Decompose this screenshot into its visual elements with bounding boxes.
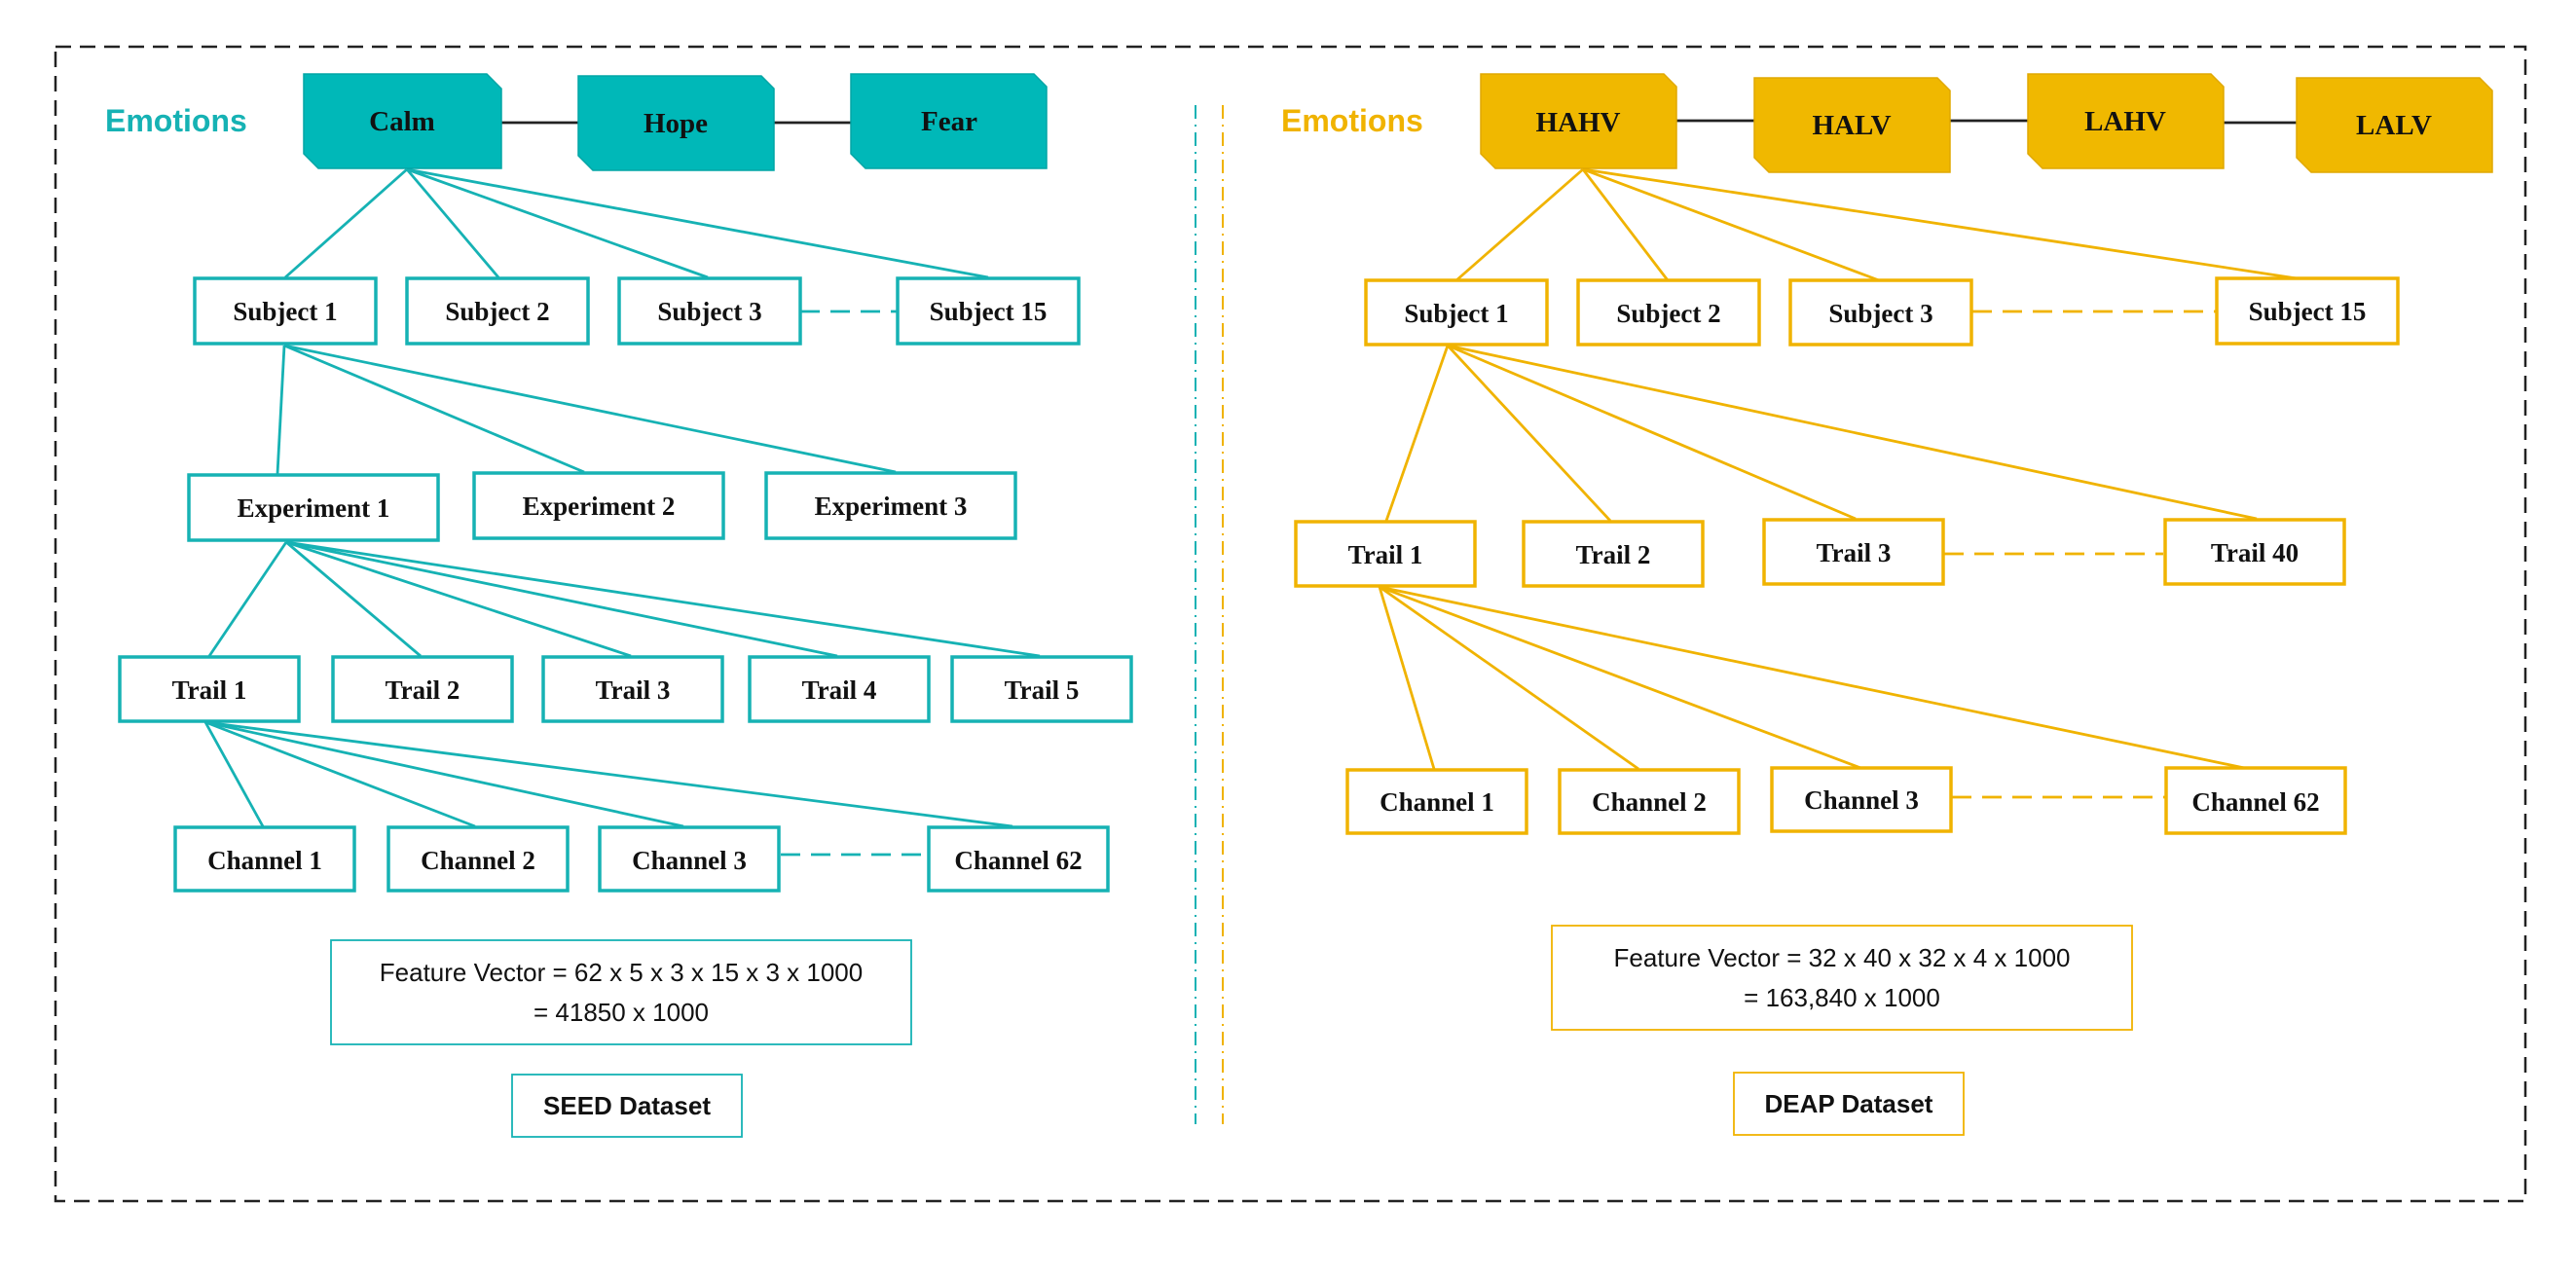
seed-experiment-1 (187, 473, 440, 542)
seed-channel-3-label: Channel 3 (632, 846, 747, 875)
deap-trail-1-label: Trail 1 (1348, 540, 1423, 569)
seed-emotion-fear: Fear (850, 73, 1048, 169)
seed-trail-5 (950, 655, 1133, 723)
deap-subject-2-label: Subject 2 (1616, 299, 1720, 328)
deap-trail-3-label: Trail 3 (1817, 538, 1892, 567)
deap-channel-2 (1558, 768, 1741, 835)
seed-trail-2 (331, 655, 514, 723)
seed-experiment-1-label: Experiment 1 (238, 493, 390, 523)
deap-feature-vector-line2: = 163,840 x 1000 (1744, 983, 1940, 1012)
deap-emotion-halv: HALV (1753, 77, 1951, 173)
deap-channel-1-label: Channel 1 (1380, 787, 1494, 817)
seed-subject-2 (405, 276, 590, 346)
deap-subject-15-label: Subject 15 (2249, 297, 2367, 326)
deap-subject-15 (2215, 276, 2400, 346)
seed-feature-vector-box (330, 939, 912, 1045)
deap-emotion-hahv: HAHV (1480, 73, 1677, 169)
deap-dataset-box (1733, 1072, 1965, 1136)
seed-dataset-box (511, 1074, 743, 1138)
seed-channel-2 (386, 825, 570, 893)
deap-channel-62 (2164, 766, 2347, 835)
seed-emotion-calm: Calm (303, 73, 502, 169)
seed-experiment-2-label: Experiment 2 (523, 492, 676, 521)
svg-text:HALV: HALV (1812, 110, 1891, 141)
seed-experiment-3 (764, 471, 1017, 540)
seed-subject-15 (896, 276, 1081, 346)
seed-feature-vector-line1: Feature Vector = 62 x 5 x 3 x 15 x 3 x 1… (380, 958, 863, 987)
seed-channel-62-label: Channel 62 (954, 846, 1082, 875)
deap-channel-62-label: Channel 62 (2191, 787, 2319, 817)
outer-frame (54, 45, 2527, 1203)
deap-channel-3 (1770, 766, 1953, 833)
deap-trail-40-label: Trail 40 (2211, 538, 2299, 567)
deap-trail-2 (1522, 520, 1705, 588)
seed-channel-1 (173, 825, 356, 893)
seed-channel-2-label: Channel 2 (421, 846, 535, 875)
svg-text:HAHV: HAHV (1536, 107, 1621, 138)
seed-trail-1-label: Trail 1 (172, 675, 247, 705)
seed-trail-2-label: Trail 2 (386, 675, 460, 705)
seed-subject-3 (617, 276, 802, 346)
deap-feature-vector-box (1551, 925, 2133, 1031)
svg-text:Calm: Calm (369, 106, 435, 137)
deap-emotions-label: Emotions (1281, 103, 1423, 138)
seed-trail-3-label: Trail 3 (596, 675, 671, 705)
deap-feature-vector-line1: Feature Vector = 32 x 40 x 32 x 4 x 1000 (1613, 943, 2070, 972)
seed-trail-3 (541, 655, 724, 723)
seed-emotion-hope: Hope (577, 75, 775, 171)
deap-subject-3 (1788, 278, 1973, 347)
svg-text:Fear: Fear (921, 106, 977, 137)
seed-feature-vector-line2: = 41850 x 1000 (534, 998, 709, 1027)
seed-subject-2-label: Subject 2 (445, 297, 549, 326)
svg-text:Hope: Hope (644, 108, 708, 139)
deap-emotion-lalv: LALV (2296, 77, 2493, 173)
deap-panel: Emotions HAHV HALV LAHV LALV (1281, 73, 2493, 1136)
deap-channel-2-label: Channel 2 (1592, 787, 1707, 817)
deap-channel-1 (1345, 768, 1528, 835)
deap-subject-1-label: Subject 1 (1404, 299, 1508, 328)
seed-subject-1-label: Subject 1 (233, 297, 337, 326)
seed-trail-4 (748, 655, 931, 723)
deap-trail-3 (1762, 518, 1945, 586)
deap-subject-3-label: Subject 3 (1828, 299, 1932, 328)
deap-channel-3-label: Channel 3 (1804, 785, 1919, 815)
deap-dataset-label: DEAP Dataset (1765, 1089, 1933, 1118)
seed-dataset-label: SEED Dataset (543, 1091, 711, 1120)
seed-subject-15-label: Subject 15 (930, 297, 1048, 326)
seed-channel-62 (927, 825, 1110, 893)
seed-channel-3 (598, 825, 781, 893)
seed-subject-1 (193, 276, 378, 346)
seed-experiment-2 (472, 471, 725, 540)
deap-subject-1 (1364, 278, 1549, 347)
deap-trail-40 (2163, 518, 2346, 586)
svg-text:LALV: LALV (2356, 110, 2432, 141)
seed-subject-3-label: Subject 3 (657, 297, 761, 326)
seed-experiment-3-label: Experiment 3 (815, 492, 968, 521)
seed-trail-4-label: Trail 4 (802, 675, 877, 705)
seed-channel-1-label: Channel 1 (207, 846, 322, 875)
seed-emotions-label: Emotions (105, 103, 247, 138)
deap-emotion-lahv: LAHV (2027, 73, 2225, 169)
deap-trail-1 (1294, 520, 1477, 588)
deap-subject-2 (1576, 278, 1761, 347)
seed-panel: Emotions Calm Hope Fear (105, 73, 1133, 1138)
seed-trail-1 (118, 655, 301, 723)
deap-trail-2-label: Trail 2 (1576, 540, 1651, 569)
seed-trail-5-label: Trail 5 (1005, 675, 1080, 705)
svg-text:LAHV: LAHV (2084, 106, 2166, 137)
